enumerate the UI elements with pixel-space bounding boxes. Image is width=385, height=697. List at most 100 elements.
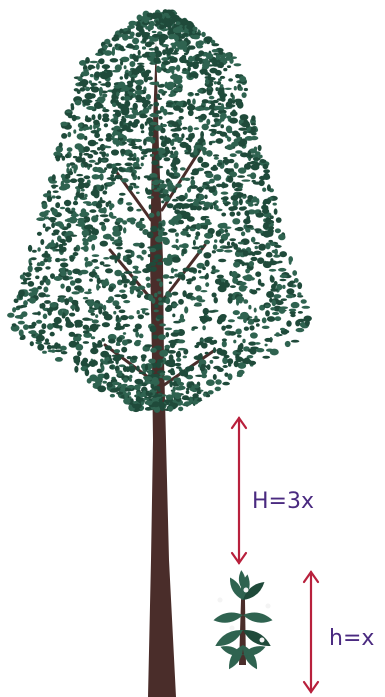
- leaf-cluster: [264, 337, 272, 342]
- leaf-cluster: [253, 250, 262, 255]
- leaf-cluster: [160, 149, 166, 154]
- leaf-cluster: [23, 324, 29, 330]
- leaf-cluster: [59, 238, 66, 244]
- leaf-cluster: [224, 372, 229, 377]
- leaf-cluster: [73, 336, 82, 342]
- leaf-cluster: [144, 380, 152, 384]
- leaf-cluster: [186, 198, 194, 202]
- leaf-cluster: [144, 344, 153, 348]
- leaf-cluster: [147, 76, 153, 81]
- leaf-cluster: [179, 40, 187, 47]
- leaf-cluster: [182, 290, 187, 298]
- leaf-cluster: [199, 276, 206, 279]
- leaf-cluster: [54, 357, 63, 362]
- leaf-cluster: [227, 98, 233, 105]
- leaf-cluster: [76, 133, 86, 140]
- leaf-cluster: [99, 240, 109, 247]
- leaf-cluster: [136, 254, 142, 259]
- leaf-cluster: [77, 122, 83, 128]
- leaf-cluster: [82, 341, 90, 344]
- leaf-cluster: [72, 300, 79, 307]
- leaf-cluster: [82, 201, 92, 204]
- leaf-cluster: [257, 144, 262, 152]
- leaf-cluster: [105, 81, 111, 88]
- leaf-cluster: [112, 109, 120, 113]
- leaf-cluster: [174, 392, 182, 400]
- leaf-cluster: [226, 245, 233, 249]
- leaf-cluster: [66, 218, 72, 223]
- leaf-cluster: [253, 242, 260, 245]
- leaf-cluster: [87, 308, 95, 314]
- leaf-cluster: [101, 159, 107, 162]
- leaf-cluster: [11, 323, 17, 327]
- leaf-cluster: [289, 280, 296, 284]
- leaf-cluster: [278, 267, 287, 272]
- leaf-cluster: [218, 258, 227, 263]
- leaf-cluster: [7, 312, 15, 318]
- leaf-cluster: [38, 329, 46, 335]
- plant-leaf: [242, 645, 258, 670]
- leaf-cluster: [123, 397, 131, 405]
- leaf-cluster: [153, 101, 160, 107]
- leaf-cluster: [198, 397, 202, 401]
- leaf-cluster: [209, 359, 214, 364]
- leaf-cluster: [65, 316, 70, 323]
- leaf-cluster: [192, 400, 199, 405]
- leaf-cluster: [91, 319, 99, 324]
- leaf-cluster: [164, 146, 170, 153]
- leaf-cluster: [146, 282, 151, 288]
- leaf-cluster: [99, 196, 103, 204]
- leaf-cluster: [128, 315, 135, 320]
- leaf-cluster: [69, 255, 75, 262]
- leaf-cluster: [227, 358, 234, 365]
- leaf-cluster: [111, 381, 120, 386]
- leaf-cluster: [124, 72, 129, 80]
- leaf-cluster: [165, 291, 171, 298]
- leaf-cluster: [212, 374, 217, 380]
- leaf-cluster: [40, 239, 45, 245]
- leaf-cluster: [290, 313, 296, 318]
- leaf-cluster: [243, 119, 249, 125]
- leaf-cluster: [111, 163, 117, 168]
- leaf-cluster: [297, 282, 303, 290]
- leaf-cluster: [224, 107, 230, 110]
- leaf-cluster: [233, 162, 239, 169]
- leaf-cluster: [83, 175, 91, 180]
- leaf-cluster: [162, 238, 170, 245]
- leaf-cluster: [233, 63, 242, 67]
- leaf-cluster: [91, 243, 96, 251]
- leaf-cluster: [89, 278, 93, 282]
- leaf-cluster: [161, 34, 169, 41]
- leaf-cluster: [82, 99, 86, 104]
- leaf-cluster: [254, 245, 259, 250]
- leaf-cluster: [152, 401, 160, 408]
- leaf-cluster: [248, 154, 253, 159]
- leaf-cluster: [264, 304, 271, 308]
- leaf-cluster: [154, 125, 162, 131]
- leaf-cluster: [253, 307, 257, 313]
- leaf-cluster: [123, 65, 127, 70]
- leaf-cluster: [121, 274, 127, 282]
- leaf-cluster: [139, 228, 143, 231]
- leaf-cluster: [114, 256, 118, 264]
- leaf-cluster: [71, 207, 76, 212]
- leaf-cluster: [258, 154, 263, 159]
- leaf-cluster: [46, 258, 52, 263]
- leaf-cluster: [53, 276, 63, 281]
- leaf-cluster: [69, 280, 76, 286]
- leaf-cluster: [172, 268, 178, 272]
- leaf-cluster: [168, 66, 174, 73]
- leaf-cluster: [192, 26, 198, 31]
- leaf-cluster: [187, 109, 194, 117]
- leaf-cluster: [234, 259, 243, 263]
- leaf-cluster: [241, 263, 245, 267]
- leaf-cluster: [54, 349, 63, 353]
- leaf-cluster: [121, 33, 129, 39]
- leaf-cluster: [90, 336, 96, 340]
- leaf-cluster: [273, 254, 281, 258]
- leaf-cluster: [155, 20, 159, 26]
- leaf-cluster: [140, 156, 145, 161]
- leaf-cluster: [161, 123, 167, 128]
- leaf-cluster: [237, 241, 245, 245]
- leaf-cluster: [171, 291, 179, 296]
